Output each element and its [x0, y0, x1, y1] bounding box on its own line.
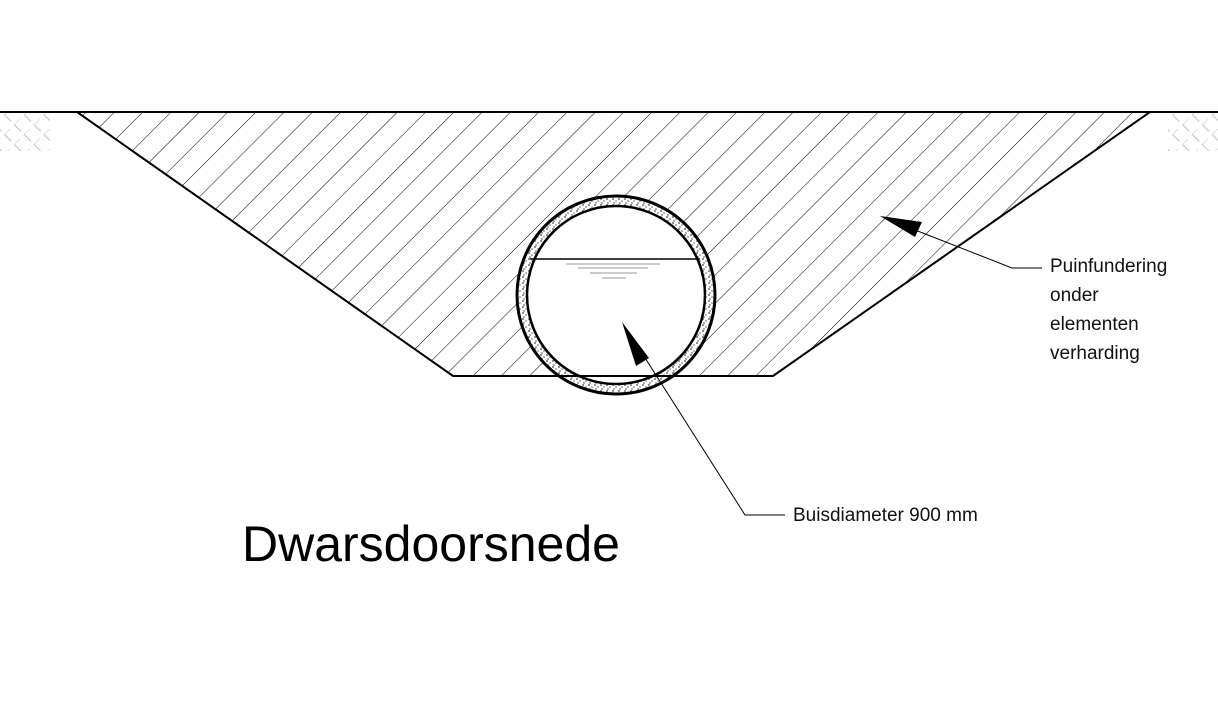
foundation-label-line: onder — [1050, 285, 1099, 306]
foundation-label-line: elementen — [1050, 314, 1139, 335]
pipe-leader-arrow — [622, 322, 785, 516]
foundation-label-line: Puinfundering — [1050, 256, 1168, 277]
foundation-label: Puinfundering onder elementen verharding — [1050, 252, 1167, 368]
pipe-interior — [525, 204, 707, 386]
drawing-title: Dwarsdoorsnede — [242, 516, 620, 572]
water-symbol — [566, 263, 660, 279]
soil-hatch-left — [0, 113, 50, 151]
pipe-diameter-label: Buisdiameter 900 mm — [793, 505, 978, 526]
foundation-leader-arrow — [880, 216, 1042, 269]
foundation-label-line: verharding — [1050, 343, 1140, 364]
soil-hatch-right — [1168, 113, 1218, 151]
